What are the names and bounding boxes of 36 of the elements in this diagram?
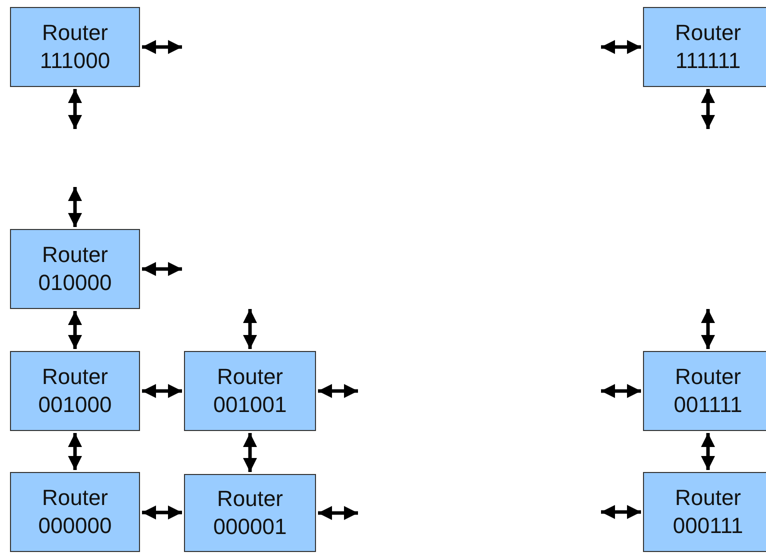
double-arrow xyxy=(701,309,715,349)
double-arrow xyxy=(142,384,182,398)
router-label: Router 000111 xyxy=(672,484,744,540)
router-label: Router 111000 xyxy=(38,19,112,75)
router-box xyxy=(643,7,766,87)
router-box xyxy=(643,351,766,431)
double-arrow xyxy=(68,311,82,349)
router-label: Router 111111 xyxy=(674,19,742,75)
router-label: Router 001000 xyxy=(37,363,113,419)
double-arrow xyxy=(243,309,257,349)
double-arrow xyxy=(701,433,715,470)
double-arrow xyxy=(601,505,641,519)
router-label: Router 010000 xyxy=(37,241,113,297)
router-label: Router 000001 xyxy=(212,485,288,541)
double-arrow xyxy=(142,262,182,276)
router-box xyxy=(10,7,140,87)
double-arrow xyxy=(601,40,641,54)
double-arrow xyxy=(142,506,182,520)
double-arrow xyxy=(701,89,715,129)
router-box xyxy=(10,351,140,431)
router-box xyxy=(643,472,766,552)
router-box xyxy=(184,474,316,552)
router-box xyxy=(184,351,316,431)
double-arrow xyxy=(318,384,358,398)
double-arrow xyxy=(243,433,257,472)
double-arrow xyxy=(68,433,82,470)
double-arrow xyxy=(601,384,641,398)
router-box xyxy=(10,472,140,552)
double-arrow xyxy=(142,40,182,54)
double-arrow xyxy=(68,187,82,227)
router-label: Router 001001 xyxy=(212,363,288,419)
router-box xyxy=(10,229,140,309)
router-label: Router 000000 xyxy=(37,484,113,540)
router-label: Router 001111 xyxy=(672,363,744,419)
double-arrow xyxy=(318,506,358,520)
double-arrow xyxy=(68,89,82,129)
